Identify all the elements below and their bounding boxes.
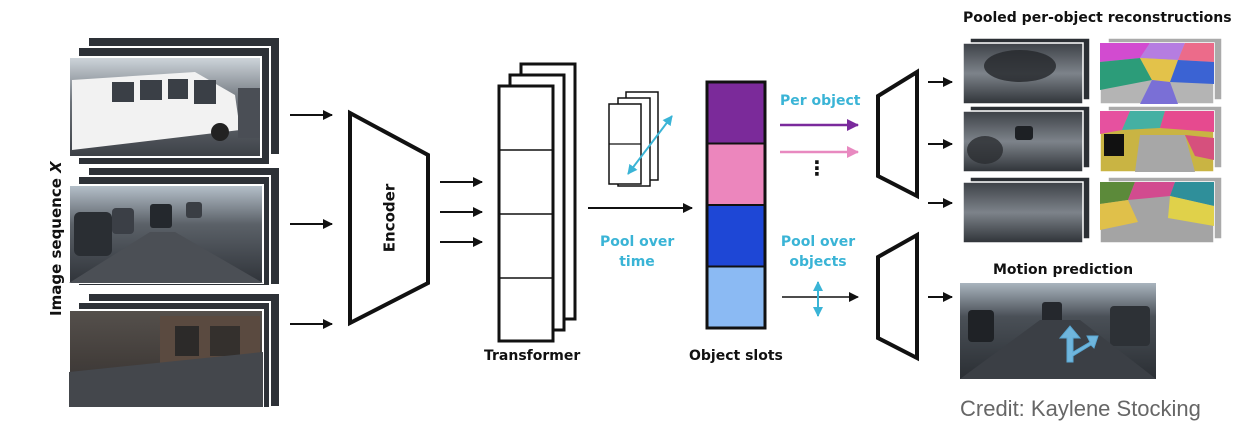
transformer-label: Transformer bbox=[484, 348, 581, 364]
object-slots bbox=[705, 80, 767, 330]
transformer-stack bbox=[497, 62, 577, 343]
pool-over-time-label: Pool over time bbox=[600, 232, 674, 272]
object-slot-3 bbox=[706, 204, 766, 268]
image-sequence-text: Image sequence bbox=[47, 178, 65, 316]
input-frame-stack-3 bbox=[68, 292, 281, 409]
pool-over-time-line2: time bbox=[619, 254, 655, 270]
object-decoder-block bbox=[876, 68, 919, 200]
ellipsis-dots: ⋮ bbox=[807, 156, 827, 180]
image-sequence-label: Image sequence X bbox=[47, 161, 65, 316]
object-slots-outline bbox=[705, 80, 767, 330]
motion-arrow-icon bbox=[1058, 325, 1099, 363]
object-slot-1 bbox=[706, 81, 766, 145]
encoder-label: Encoder bbox=[381, 183, 399, 252]
pool-over-objects-line2: objects bbox=[789, 254, 847, 270]
image-sequence-var: X bbox=[47, 161, 65, 173]
input-frame-stack-1 bbox=[68, 36, 281, 166]
pooled-reconstructions-title: Pooled per-object reconstructions bbox=[963, 10, 1232, 26]
pool-over-objects-label: Pool over objects bbox=[776, 232, 860, 272]
segmentation-mask-3 bbox=[1099, 176, 1223, 244]
reconstruction-blur-3 bbox=[962, 176, 1091, 244]
credit-text: Credit: Kaylene Stocking bbox=[960, 396, 1201, 421]
object-slot-2 bbox=[706, 142, 766, 206]
motion-decoder-block bbox=[876, 231, 919, 362]
reconstruction-blur-1 bbox=[962, 37, 1091, 105]
segmentation-mask-1 bbox=[1099, 37, 1223, 105]
input-frame-stack-2 bbox=[68, 166, 281, 287]
object-slot-4 bbox=[706, 265, 766, 329]
pool-over-objects-line1: Pool over bbox=[780, 234, 856, 250]
encoder-block bbox=[348, 109, 430, 327]
motion-prediction-image bbox=[960, 283, 1156, 379]
reconstruction-blur-2 bbox=[962, 105, 1091, 173]
pool-time-icon bbox=[608, 91, 673, 187]
segmentation-mask-2 bbox=[1099, 105, 1223, 173]
motion-prediction-title: Motion prediction bbox=[993, 262, 1134, 278]
per-object-label: Per object bbox=[780, 93, 861, 109]
pool-over-time-line1: Pool over bbox=[600, 234, 675, 250]
object-slots-label: Object slots bbox=[689, 348, 783, 364]
